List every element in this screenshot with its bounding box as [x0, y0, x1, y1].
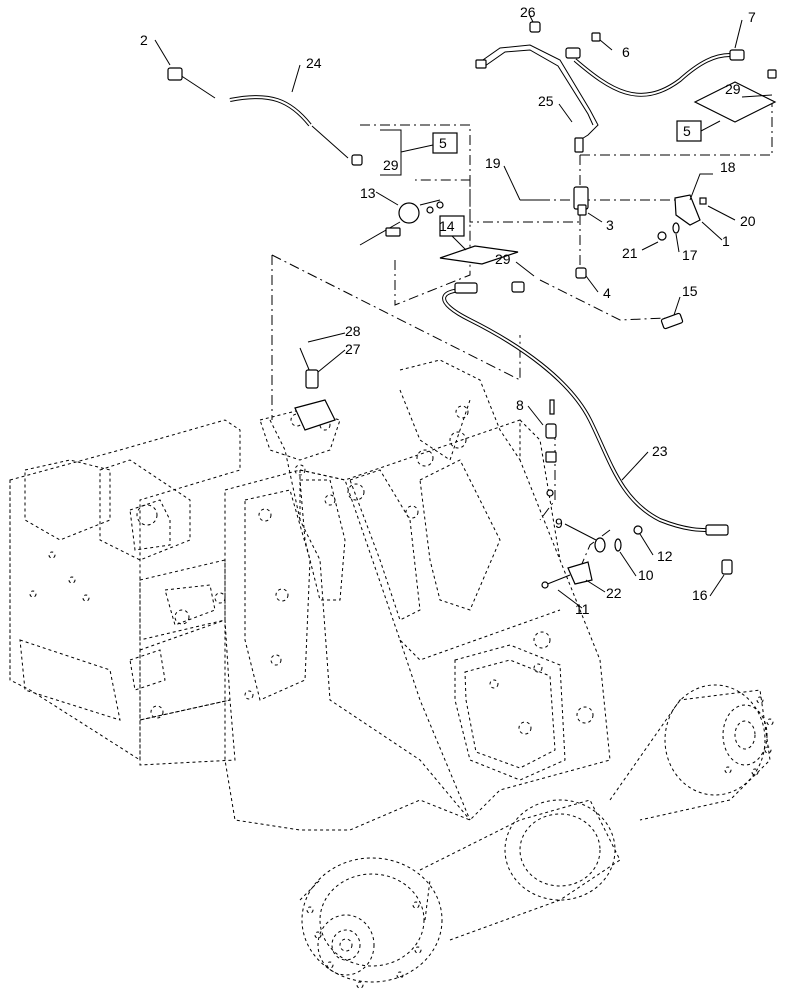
callout-27: 27 [345, 341, 361, 357]
ref-box-5-upper [380, 129, 458, 176]
ref-box-14 [439, 215, 519, 265]
bracket-22 [541, 561, 593, 589]
callout-10: 10 [638, 567, 654, 583]
fitting-4 [575, 267, 587, 279]
callout-leaders [154, 15, 773, 609]
callout-23: 23 [652, 443, 668, 459]
washer-17 [672, 222, 680, 234]
callout-2: 2 [140, 32, 148, 48]
box-14: 14 [439, 218, 455, 234]
hose-24 [179, 74, 312, 127]
phantom-reference-lines [271, 100, 773, 581]
callout-24: 24 [306, 55, 322, 71]
callout-13: 13 [360, 185, 376, 201]
callout-12: 12 [657, 548, 673, 564]
callout-29-middle: 29 [495, 251, 511, 267]
fitting-15 [660, 312, 684, 330]
callout-11: 11 [575, 601, 590, 617]
callout-16: 16 [692, 587, 708, 603]
callout-17: 17 [682, 247, 698, 263]
nut-12 [633, 525, 643, 535]
clamp-13 [359, 199, 444, 246]
box-5-upper: 5 [439, 135, 447, 151]
callout-3: 3 [606, 217, 614, 233]
clamp-9 [594, 537, 606, 553]
callout-25: 25 [538, 93, 554, 109]
bracket-8 [545, 399, 557, 497]
nut-21 [657, 231, 667, 241]
washer-10 [614, 538, 622, 552]
valve-block-3 [520, 186, 589, 216]
harness-25 [475, 21, 599, 153]
callout-9: 9 [555, 515, 563, 531]
main-frame-outline [29, 359, 611, 831]
callout-7: 7 [748, 9, 756, 25]
callout-20: 20 [740, 213, 756, 229]
callout-19: 19 [485, 155, 501, 171]
callout-28: 28 [345, 323, 361, 339]
callout-29-upper: 29 [383, 157, 399, 173]
fitting-29-upper-left [311, 125, 363, 166]
box-5-right: 5 [683, 123, 691, 139]
callout-21: 21 [622, 245, 638, 261]
rear-axle-assembly [299, 684, 774, 989]
hose-23 [442, 281, 733, 575]
callout-18: 18 [720, 159, 736, 175]
fitting-2 [167, 67, 183, 81]
sensor-27 [294, 347, 336, 431]
callout-15: 15 [682, 283, 698, 299]
callout-6: 6 [622, 44, 630, 60]
callout-4: 4 [603, 285, 611, 301]
callout-1: 1 [722, 233, 730, 249]
callout-26: 26 [520, 4, 536, 20]
callout-labels: 2 24 26 6 7 29 5 25 5 29 19 18 13 20 3 1… [140, 4, 756, 617]
callout-22: 22 [606, 585, 622, 601]
bracket-1 [674, 194, 707, 226]
callout-29-right: 29 [725, 81, 741, 97]
rear-frame-outline [9, 419, 241, 766]
callout-8: 8 [516, 397, 524, 413]
hose-7 [565, 32, 777, 97]
ref-box-5-right [676, 81, 777, 142]
